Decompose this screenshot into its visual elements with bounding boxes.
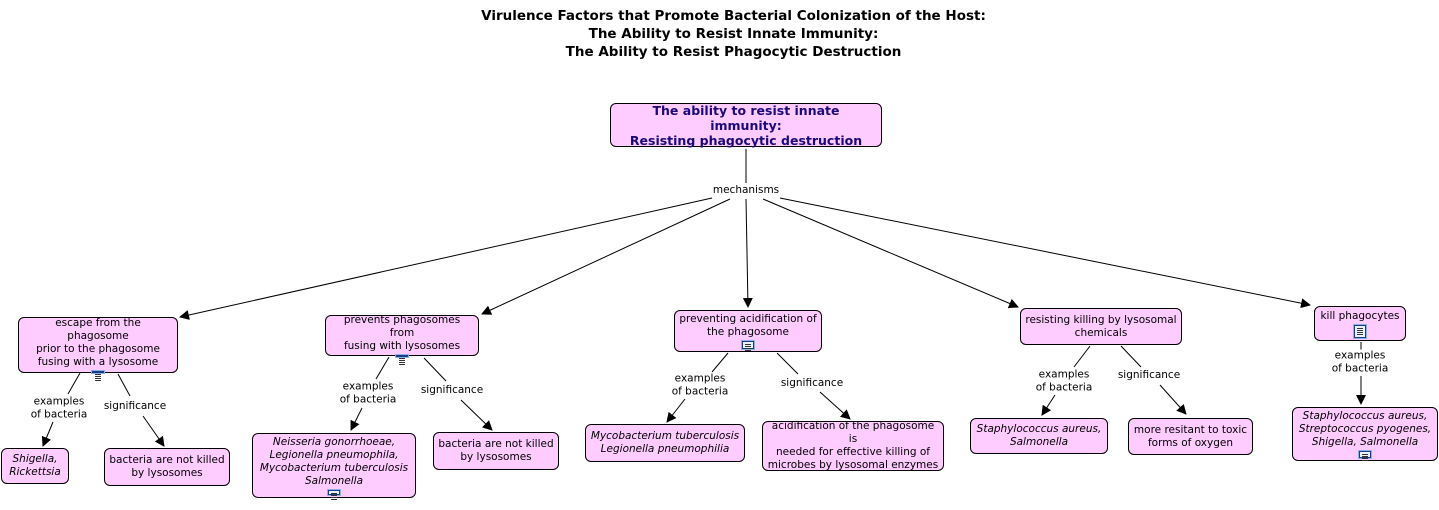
concept-escape-significance[interactable]: bacteria are not killed by lysosomes (104, 448, 230, 486)
document-icon[interactable] (1359, 451, 1371, 458)
title-line-1: Virulence Factors that Promote Bacterial… (481, 8, 986, 24)
concept-fusion-significance[interactable]: bacteria are not killed by lysosomes (433, 432, 559, 470)
concept-escape-phagosome[interactable]: escape from the phagosome prior to the p… (18, 317, 178, 375)
document-icon[interactable] (396, 355, 408, 359)
link-label-examples-fuse: examples of bacteria (338, 380, 398, 406)
concept-resist-lysosomal[interactable]: resisting killing by lysosomal chemicals (1020, 308, 1182, 345)
concept-staph-salmonella[interactable]: Staphylococcus aureus, Salmonella (970, 418, 1108, 454)
concept-acidification-significance[interactable]: acidification of the phagosome is needed… (762, 420, 944, 471)
arrow-to-prevent-acid (742, 198, 753, 308)
concept-root-label: The ability to resist innate immunity: R… (629, 102, 863, 148)
link-label-significance-acid: significance (779, 376, 845, 390)
arrow-to-prevent-fuse (481, 198, 731, 315)
arrow-to-resist-chem (762, 198, 1019, 309)
link-label-examples-chem: examples of bacteria (1034, 368, 1094, 394)
concept-staph-strep-list[interactable]: Staphylococcus aureus, Streptococcus pyo… (1292, 407, 1438, 461)
arrow-to-kill-phago (779, 197, 1311, 309)
concept-escape-significance-label: bacteria are not killed by lysosomes (109, 454, 225, 479)
document-icon[interactable] (742, 341, 754, 349)
concept-shigella-rickettsia[interactable]: Shigella, Rickettsia (1, 448, 69, 484)
concept-mycobacterium-list[interactable]: Mycobacterium tuberculosis Legionella pn… (585, 424, 745, 462)
concept-fusion-significance-label: bacteria are not killed by lysosomes (438, 438, 554, 463)
concept-shigella-rickettsia-label: Shigella, Rickettsia (9, 453, 61, 478)
link-label-examples-kill: examples of bacteria (1330, 349, 1390, 375)
concept-resist-lysosomal-label: resisting killing by lysosomal chemicals (1025, 313, 1177, 339)
concept-prevent-acidification-label: preventing acidification of the phagosom… (679, 313, 817, 338)
link-label-examples-acid: examples of bacteria (670, 372, 730, 398)
document-icon[interactable] (92, 371, 104, 375)
arrow-to-escape (179, 197, 713, 320)
document-icon[interactable] (1354, 324, 1366, 338)
link-label-significance-chem: significance (1116, 368, 1182, 382)
concept-prevent-acidification[interactable]: preventing acidification of the phagosom… (674, 310, 822, 352)
link-label-significance-escape: significance (102, 399, 168, 413)
link-label-examples-escape: examples of bacteria (29, 395, 89, 421)
concept-neisseria-list[interactable]: Neisseria gonorrhoeae, Legionella pneumo… (252, 433, 416, 498)
document-icon[interactable] (328, 490, 340, 495)
concept-prevent-fusion-label: prevents phagosomes from fusing with lys… (343, 314, 461, 352)
title-line-2: The Ability to Resist Innate Immunity: (588, 26, 879, 42)
link-label-significance-fuse: significance (419, 383, 485, 397)
title-line-3: The Ability to Resist Phagocytic Destruc… (565, 44, 902, 60)
concept-mycobacterium-list-label: Mycobacterium tuberculosis Legionella pn… (590, 430, 740, 455)
map-title: Virulence Factors that Promote Bacterial… (0, 7, 1439, 61)
concept-neisseria-list-label: Neisseria gonorrhoeae, Legionella pneumo… (259, 436, 409, 487)
concept-staph-strep-list-label: Staphylococcus aureus, Streptococcus pyo… (1298, 410, 1432, 448)
concept-acidification-significance-label: acidification of the phagosome is needed… (767, 420, 939, 471)
concept-lysosomal-significance[interactable]: more resitant to toxic forms of oxygen (1128, 418, 1253, 455)
concept-kill-phagocytes-label: kill phagocytes (1320, 309, 1400, 322)
concept-root[interactable]: The ability to resist innate immunity: R… (610, 102, 882, 148)
link-label-mechanisms: mechanisms (711, 183, 781, 197)
concept-staph-salmonella-label: Staphylococcus aureus, Salmonella (976, 423, 1102, 448)
concept-prevent-fusion[interactable]: prevents phagosomes from fusing with lys… (325, 314, 479, 359)
concept-escape-phagosome-label: escape from the phagosome prior to the p… (36, 317, 160, 368)
concept-lysosomal-significance-label: more resitant to toxic forms of oxygen (1133, 423, 1248, 449)
concept-kill-phagocytes[interactable]: kill phagocytes (1314, 306, 1406, 341)
